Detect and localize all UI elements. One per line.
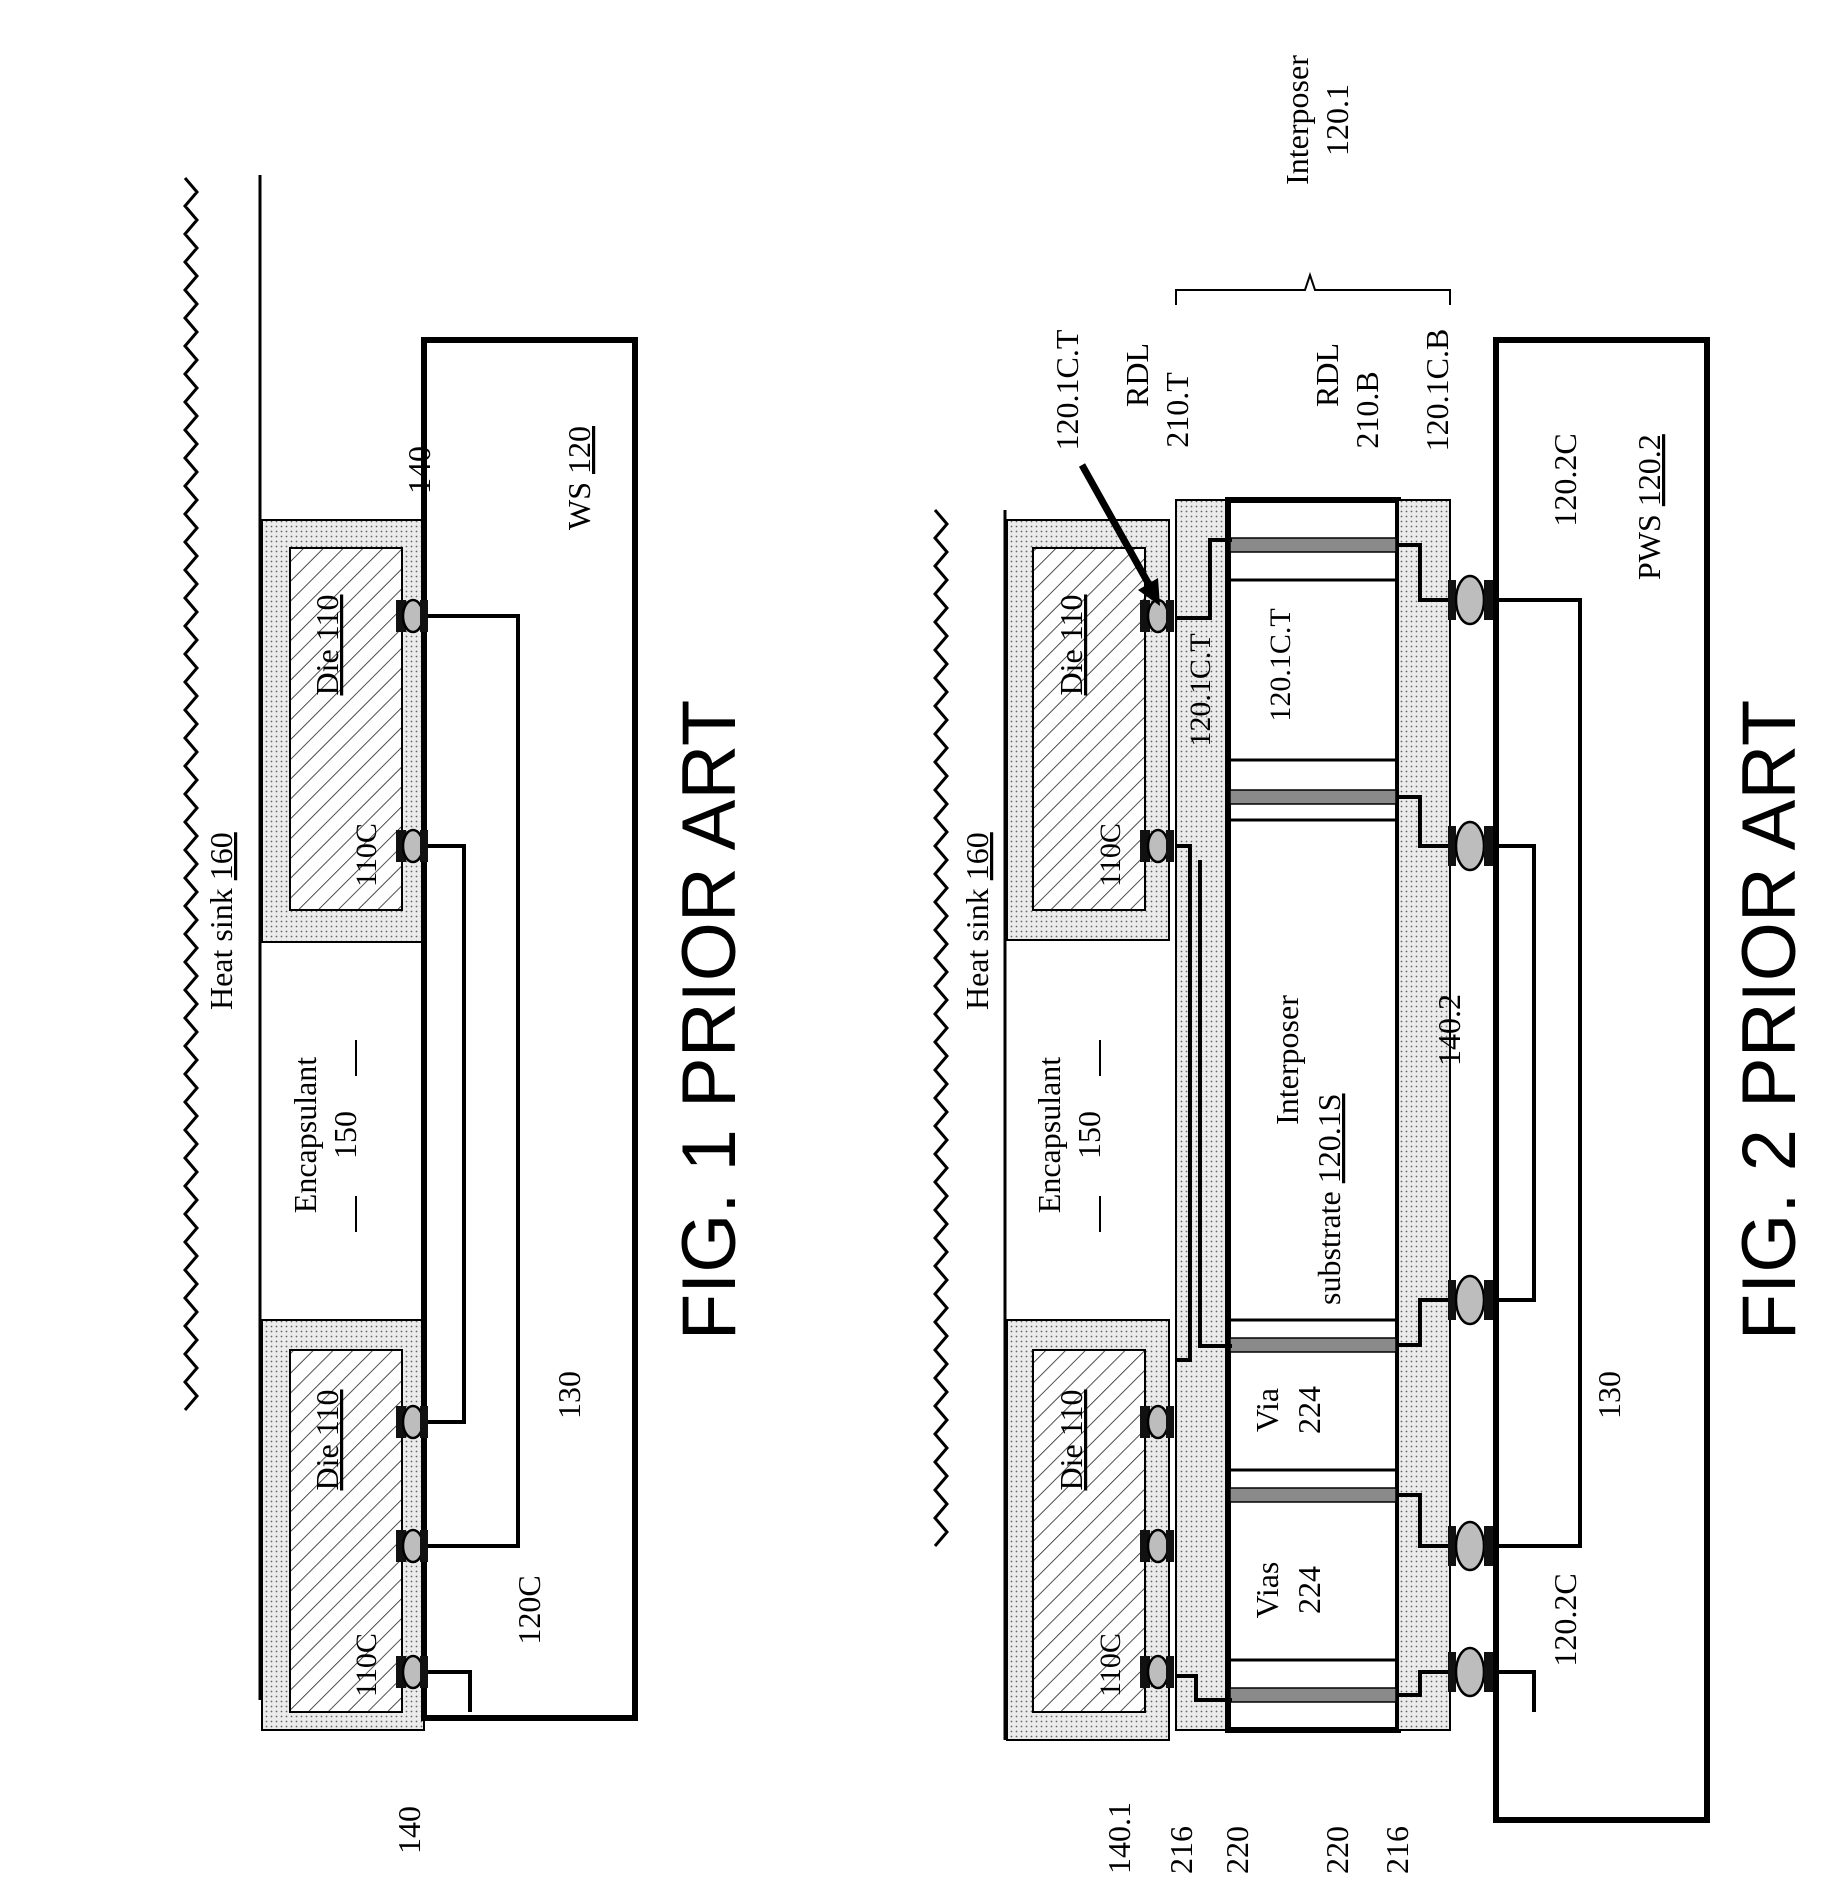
fig2-ref-140-2: 140.2 bbox=[1431, 994, 1467, 1066]
fig2-vias-ref: 224 bbox=[1291, 1566, 1327, 1614]
fig1-encapsulant-ref: 150 bbox=[327, 1111, 363, 1159]
fig1-contact-110c-label-b: 110C bbox=[350, 1633, 383, 1697]
fig2-via-label: Via bbox=[1249, 1388, 1285, 1432]
fig2-ref-120-2c-bottom: 120.2C bbox=[1547, 1573, 1583, 1666]
fig2-ref-216-b: 216 bbox=[1379, 1826, 1415, 1874]
fig1-die-bottom-label: Die 110 bbox=[309, 1389, 345, 1490]
fig2-interposer-bracket bbox=[1176, 275, 1450, 305]
fig1-die-bottom bbox=[290, 1350, 402, 1712]
fig2-encapsulant-ref: 150 bbox=[1071, 1111, 1107, 1159]
fig2-die-top bbox=[1033, 548, 1145, 910]
fig1-caption: FIG. 1 PRIOR ART bbox=[667, 700, 752, 1341]
fig1-die-top-label: Die 110 bbox=[309, 594, 345, 695]
fig2-ref-216-a: 216 bbox=[1163, 1826, 1199, 1874]
fig2-ref-140-1: 140.1 bbox=[1101, 1802, 1137, 1874]
fig2-ref-120-1ct-b: 120.1C.T bbox=[1184, 633, 1217, 746]
fig2-ref-120-1ct-c: 120.1C.T bbox=[1264, 608, 1297, 721]
fig2-die-top-label: Die 110 bbox=[1053, 594, 1089, 695]
fig2-rdl-bottom-label: RDL bbox=[1309, 343, 1345, 407]
fig2-interposer-ref: 120.1 bbox=[1319, 84, 1355, 156]
fig2-ref-120-1ct-a: 120.1C.T bbox=[1049, 329, 1085, 450]
fig1-die-top bbox=[290, 548, 402, 910]
figure-2: Heat sink 160 Encapsulant 150 Die 110 Di… bbox=[935, 55, 1812, 1874]
fig1-ref-130: 130 bbox=[551, 1371, 587, 1419]
fig1-heat-sink-label: Heat sink 160 bbox=[203, 832, 239, 1010]
fig2-ref-120-2c-top: 120.2C bbox=[1547, 433, 1583, 526]
fig2-wire-stub bbox=[1498, 1672, 1534, 1712]
fig2-ref-220-a: 220 bbox=[1219, 1826, 1255, 1874]
fig2-contact-110c-label-b: 110C bbox=[1094, 1633, 1127, 1697]
fig1-heat-sink-wavy-edge bbox=[185, 178, 197, 1410]
fig2-via-ref: 224 bbox=[1291, 1386, 1327, 1434]
fig2-wire-130-outer bbox=[1498, 600, 1580, 1546]
fig2-board-contacts bbox=[1448, 576, 1496, 1696]
fig2-wire-inner bbox=[1498, 846, 1534, 1300]
fig2-ref-220-b: 220 bbox=[1319, 1826, 1355, 1874]
figure-1: Heat sink 160 Encapsulant 150 Die 110 Di… bbox=[185, 175, 752, 1854]
fig1-ref-140-top: 140 bbox=[401, 446, 437, 494]
fig2-substrate-line1: Interposer bbox=[1269, 995, 1305, 1125]
fig2-ref-130: 130 bbox=[1591, 1371, 1627, 1419]
fig1-contact-110c-label-a: 110C bbox=[350, 823, 383, 887]
fig2-vias-label: Vias bbox=[1249, 1562, 1285, 1619]
fig1-ref-140-bottom: 140 bbox=[391, 1806, 427, 1854]
fig2-contact-110c-label-a: 110C bbox=[1094, 823, 1127, 887]
fig2-interposer-title: Interposer bbox=[1279, 55, 1315, 185]
fig2-ref-120-1cb: 120.1C.B bbox=[1419, 329, 1455, 452]
fig2-substrate-line2: substrate 120.1S bbox=[1311, 1093, 1347, 1305]
fig2-rdl-top-ref: 210.T bbox=[1159, 372, 1195, 448]
fig2-die-bottom bbox=[1033, 1350, 1145, 1712]
fig1-encapsulant-label: Encapsulant bbox=[287, 1057, 323, 1214]
fig2-encapsulant-label: Encapsulant bbox=[1031, 1057, 1067, 1214]
fig2-pws-substrate bbox=[1496, 340, 1707, 1820]
fig2-die-bottom-label: Die 110 bbox=[1053, 1389, 1089, 1490]
fig2-rdl-bottom-ref: 210.B bbox=[1349, 371, 1385, 448]
fig1-wire-stub bbox=[428, 1672, 470, 1712]
fig1-ws-label: WS 120 bbox=[561, 426, 597, 530]
fig2-heat-sink-wavy-edge bbox=[935, 510, 947, 1546]
fig1-ref-120c: 120C bbox=[511, 1575, 547, 1644]
fig2-heat-sink-label: Heat sink 160 bbox=[959, 832, 995, 1010]
fig1-ws-substrate bbox=[424, 340, 635, 1718]
fig1-wire-130-outer bbox=[428, 616, 518, 1546]
fig2-pws-label: PWS 120.2 bbox=[1631, 434, 1667, 580]
fig1-wire-inner bbox=[428, 846, 464, 1422]
fig2-caption: FIG. 2 PRIOR ART bbox=[1727, 700, 1812, 1341]
fig2-rdl-top-label: RDL bbox=[1119, 343, 1155, 407]
